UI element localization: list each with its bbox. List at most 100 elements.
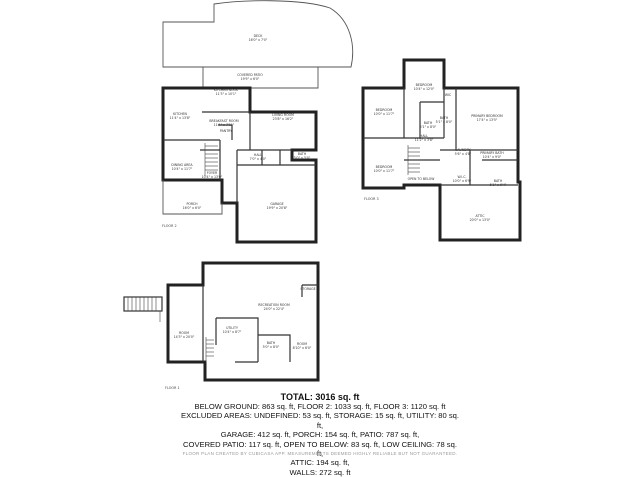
room-dimensions: 17'4" x 13'5" (477, 118, 498, 122)
room-dimensions: 20'0" x 13'0" (470, 218, 491, 222)
room-name: KITCHEN (173, 112, 187, 116)
disclaimer-footer: FLOOR PLAN CREATED BY CUBICASA APP. MEAS… (182, 451, 458, 456)
room-name: BATH (440, 116, 449, 120)
room-dimensions: 10'4" x 11'7" (172, 167, 193, 171)
deck-outline (162, 0, 354, 68)
area-breakdown-line: WALLS: 272 sq. ft (289, 467, 351, 477)
room-dimensions: 10'0" x 11'7" (374, 169, 395, 173)
room-dimensions: 5'1" x 6'4" (490, 183, 507, 187)
room-name: LAUNDRY (455, 148, 470, 152)
room-dimensions: 14'3" x 20'0" (174, 335, 195, 339)
floor-2-label: FLOOR 2 (162, 224, 177, 228)
room-dimensions: 11'4" x 13'8" (170, 116, 191, 120)
floor-2-exterior-walls (161, 86, 318, 244)
room-dimensions: 16'0" x 7'0" (249, 38, 268, 42)
room-name: GARAGE (270, 202, 283, 206)
room-label-open-to-below: OPEN TO BELOW (408, 177, 436, 181)
room-name: ROOM (179, 331, 189, 335)
room-name: DECK (254, 34, 264, 38)
room-label-w-i-c: W.I.C.10'0" x 6'9" (453, 175, 472, 183)
room-name: BATH (424, 121, 433, 125)
room-dimensions: 11'2" x 3'8" (415, 138, 434, 142)
room-label-pantry: PANTRY (220, 129, 232, 133)
room-name: COVERED PATIO (237, 73, 263, 77)
room-label-wic: WIC (445, 93, 452, 97)
room-dimensions: 10'4" x 9'0" (483, 155, 502, 159)
room-name: BEDROOM (416, 83, 433, 87)
floor-1-label: FLOOR 1 (165, 386, 180, 390)
floor-1-stair (205, 337, 214, 362)
room-name: PANTRY (220, 129, 232, 133)
room-name: ROOM (297, 342, 307, 346)
room-name: BATH (267, 341, 276, 345)
area-breakdown-line: EXCLUDED AREAS: UNDEFINED: 53 sq. ft, ST… (181, 411, 459, 430)
room-name: DINING AREA (171, 163, 193, 167)
room-name: FOYER (207, 171, 218, 175)
room-name: BATH (494, 179, 503, 183)
room-name: KITCHEN NOOK (214, 88, 239, 92)
room-dimensions: 10'4" x 8'7" (223, 330, 242, 334)
room-dimensions: 5'0" x 5'0" (294, 156, 311, 160)
floor-1-outdoor-stair (123, 296, 163, 322)
room-name: BREAKFAST ROOM (209, 119, 239, 123)
room-name: BEDROOM (376, 165, 393, 169)
room-dimensions: 19'9" x 20'8" (267, 206, 288, 210)
room-name: PRIMARY BEDROOM (471, 114, 503, 118)
total-area: TOTAL: 3016 sq. ft (280, 392, 360, 402)
room-dimensions: 23'8" x 16'2" (273, 117, 294, 121)
room-name: PORCH (186, 202, 198, 206)
floor-3-label: FLOOR 3 (364, 197, 379, 201)
room-name: HALL (420, 134, 428, 138)
room-name: BATH (298, 152, 307, 156)
area-breakdown: BELOW GROUND: 863 sq. ft, FLOOR 2: 1033 … (180, 402, 460, 477)
covered-patio-outline (202, 67, 319, 89)
area-breakdown-line: GARAGE: 412 sq. ft, PORCH: 154 sq. ft, P… (220, 430, 420, 440)
room-dimensions: 8'10" x 6'0" (293, 346, 312, 350)
room-name: STORAGE (300, 287, 315, 291)
room-name: LIVING ROOM (272, 113, 294, 117)
room-dimensions: 19'9" x 6'0" (241, 77, 260, 81)
room-dimensions: 5'0" x 8'0" (263, 345, 280, 349)
floor-1-exterior-walls (166, 261, 320, 382)
room-name: ATTIC (476, 214, 486, 218)
floor-3-interior-walls (363, 88, 518, 186)
area-breakdown-line: BELOW GROUND: 863 sq. ft, FLOOR 2: 1033 … (194, 402, 446, 411)
room-dimensions: 5'1" x 8'0" (420, 125, 437, 129)
area-summary: TOTAL: 3016 sq. ft BELOW GROUND: 863 sq.… (180, 392, 460, 477)
room-dimensions: 7'0" x 4'0" (250, 157, 267, 161)
room-dimensions: 5'6" x 4'8" (455, 152, 472, 156)
room-name: HALL (254, 153, 262, 157)
room-label-storage: STORAGE (300, 287, 315, 291)
room-name: RECREATION ROOM (258, 303, 290, 307)
room-name: BEDROOM (376, 108, 393, 112)
floor-3-exterior-walls (361, 58, 522, 242)
floor-2-stair (204, 143, 218, 176)
room-name: W.I.C. (458, 175, 467, 179)
room-name: OPEN TO BELOW (408, 177, 436, 181)
